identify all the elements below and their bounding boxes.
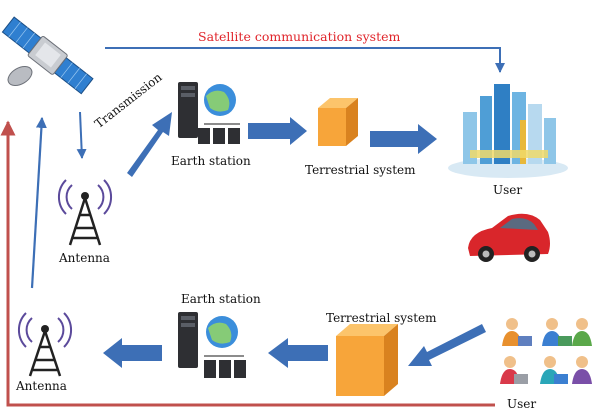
terrestrial-box-icon (318, 98, 358, 146)
red-uplink-line (0, 120, 495, 407)
user-top-label: User (493, 183, 523, 197)
arrow-user-to-terrestrial (408, 324, 486, 366)
antenna-icon (17, 312, 73, 377)
arrow-station-to-antenna (103, 338, 162, 368)
satellite-system-label: Satellite communication system (198, 29, 401, 44)
antenna-to-satellite-line (30, 116, 47, 289)
antenna-icon (57, 179, 113, 246)
transmission-arrow (127, 112, 172, 177)
satellite-icon (1, 16, 94, 95)
car-icon (468, 213, 550, 262)
earth-station-top-label: Earth station (171, 154, 251, 168)
terrestrial-top-label: Terrestrial system (305, 163, 416, 177)
terrestrial-bottom-label: Terrestrial system (326, 311, 437, 325)
antenna-top-label: Antenna (59, 251, 110, 265)
arrow-terrestrial-to-station (268, 338, 328, 368)
satellite-to-antenna-line (76, 111, 87, 159)
terrestrial-box-icon (336, 324, 398, 396)
people-group-icon (500, 318, 592, 384)
server-globe-icon (178, 312, 246, 378)
server-globe-icon (178, 82, 240, 144)
user-bottom-label: User (507, 397, 537, 411)
city-icon (448, 84, 568, 178)
satellite-link-line (105, 47, 505, 73)
earth-station-bottom-label: Earth station (181, 292, 261, 306)
arrow-station-to-terrestrial (248, 117, 307, 145)
antenna-bottom-label: Antenna (16, 379, 67, 393)
arrow-terrestrial-to-user (370, 124, 437, 154)
